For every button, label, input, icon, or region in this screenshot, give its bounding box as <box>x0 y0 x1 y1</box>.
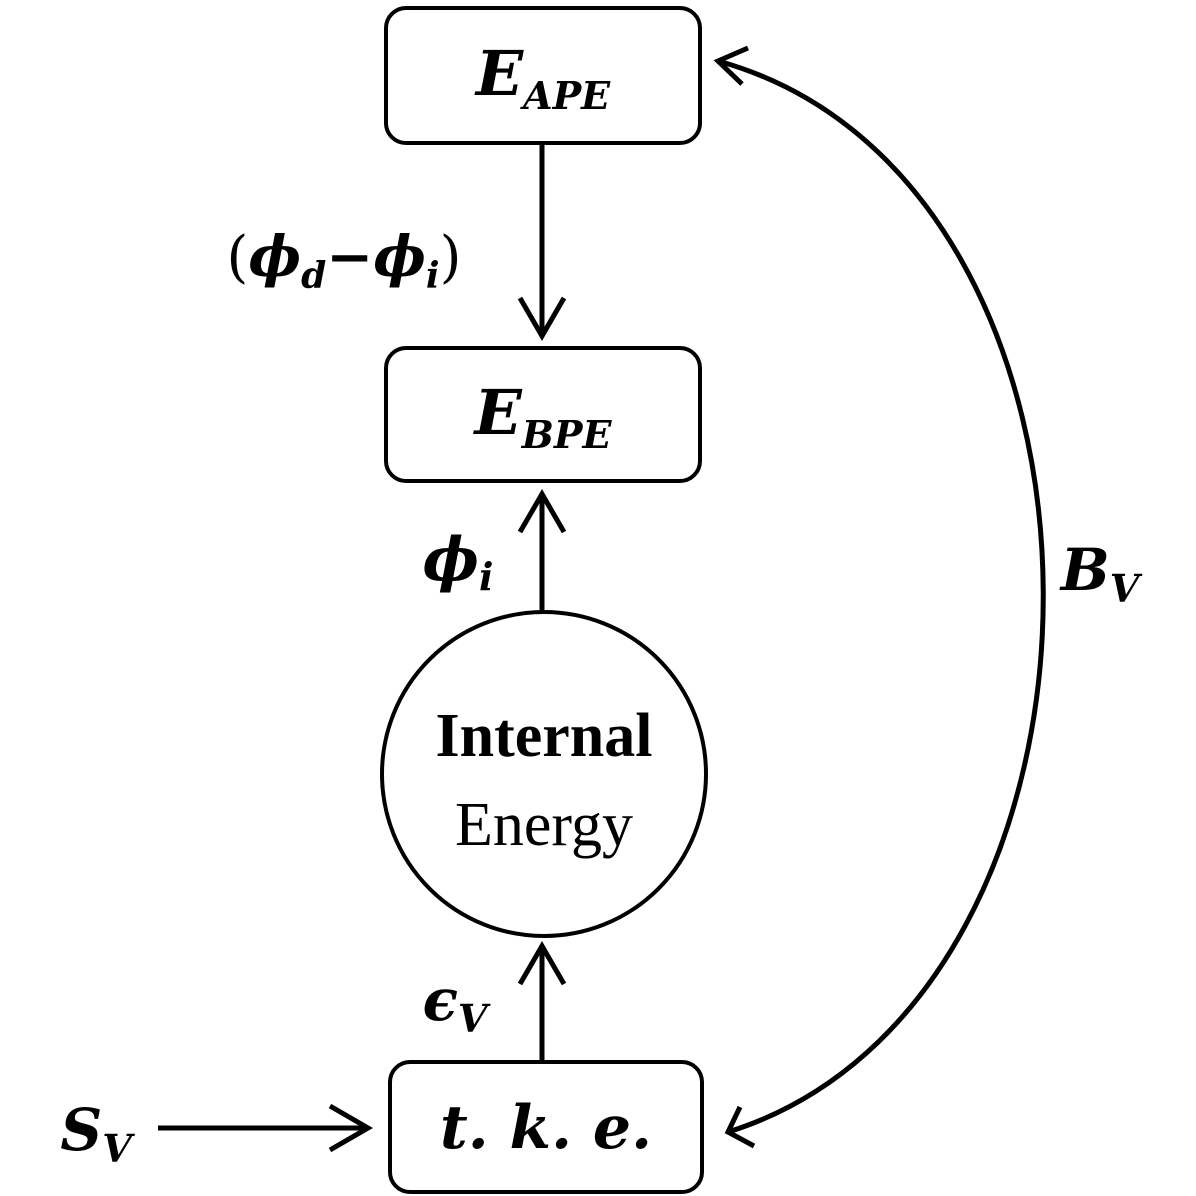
bpe-node-symbol: E <box>473 376 523 449</box>
ape-node-symbol: E <box>474 37 524 110</box>
tke-ape-exchange-top-arrowhead <box>713 45 749 86</box>
source-to-tke-label: SV <box>60 1096 135 1171</box>
ape-to-bpe-close-paren: ) <box>440 225 462 290</box>
tke-to-internal-arrowhead <box>517 941 567 986</box>
tke-ape-exchange-bottom-arrowhead <box>724 1105 756 1149</box>
bpe-node-label: EBPE <box>473 376 613 457</box>
ape-to-bpe-label: (ϕd−ϕi) <box>227 224 462 297</box>
internal-energy-label-line2: Energy <box>455 791 633 859</box>
exchange-subscript: V <box>1110 566 1143 611</box>
exchange-symbol: B <box>1059 536 1110 604</box>
ape-to-bpe-open-paren: ( <box>227 225 249 290</box>
bpe-node <box>384 346 702 483</box>
source-subscript: V <box>102 1126 135 1171</box>
source-symbol: S <box>60 1096 102 1164</box>
ape-to-bpe-minus: − <box>326 224 373 290</box>
internal-to-bpe-arrowhead <box>517 489 567 534</box>
ape-to-bpe-sub-i: i <box>426 255 440 297</box>
internal-energy-label-line1: Internal <box>436 702 653 770</box>
tke-to-internal-label: ϵV <box>423 966 491 1041</box>
internal-to-bpe-label: ϕi <box>423 525 494 599</box>
tke-to-internal-symbol: ϵ <box>423 966 458 1034</box>
ape-to-bpe-arrowhead <box>517 296 567 341</box>
tke-ape-exchange-arrow <box>717 58 1046 1135</box>
ape-node-label: EAPE <box>474 37 611 118</box>
tke-ape-exchange-label: BV <box>1059 536 1143 611</box>
source-to-tke-arrowhead <box>328 1103 373 1153</box>
internal-energy-node <box>380 610 708 938</box>
ape-to-bpe-phi-d: ϕ <box>248 224 301 290</box>
ape-to-bpe-phi-i: ϕ <box>373 224 426 290</box>
internal-to-bpe-symbol: ϕ <box>423 525 479 595</box>
tke-to-internal-subscript: V <box>458 996 491 1041</box>
tke-node <box>388 1060 704 1194</box>
tke-node-label: t. k. e. <box>440 1093 652 1163</box>
ape-to-bpe-sub-d: d <box>301 255 326 297</box>
bpe-node-subscript: BPE <box>521 412 613 457</box>
ape-node-subscript: APE <box>520 73 611 118</box>
internal-to-bpe-subscript: i <box>479 554 493 599</box>
